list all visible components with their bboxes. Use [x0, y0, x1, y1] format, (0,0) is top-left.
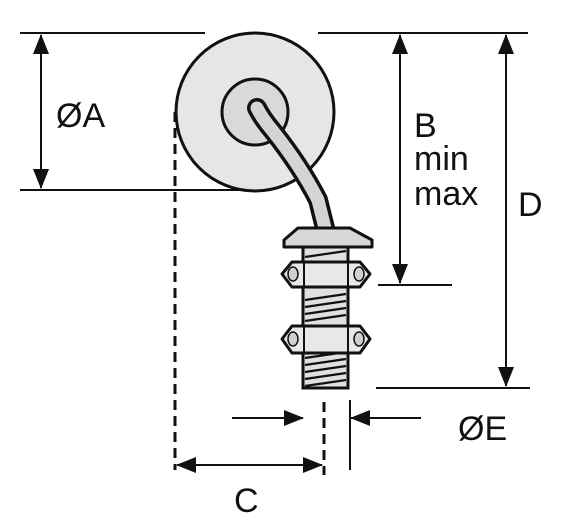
label-b: B	[414, 107, 437, 145]
label-b-max: max	[414, 175, 478, 213]
label-c: C	[234, 482, 259, 520]
lower-hex-nut	[280, 324, 372, 355]
label-dia-e: ØE	[458, 410, 507, 448]
label-d: D	[518, 186, 543, 224]
label-b-min: min	[414, 140, 469, 178]
flange	[282, 226, 374, 249]
upper-hex-nut	[280, 260, 372, 289]
label-dia-a: ØA	[56, 97, 105, 135]
bent-stem-fill	[250, 101, 333, 239]
